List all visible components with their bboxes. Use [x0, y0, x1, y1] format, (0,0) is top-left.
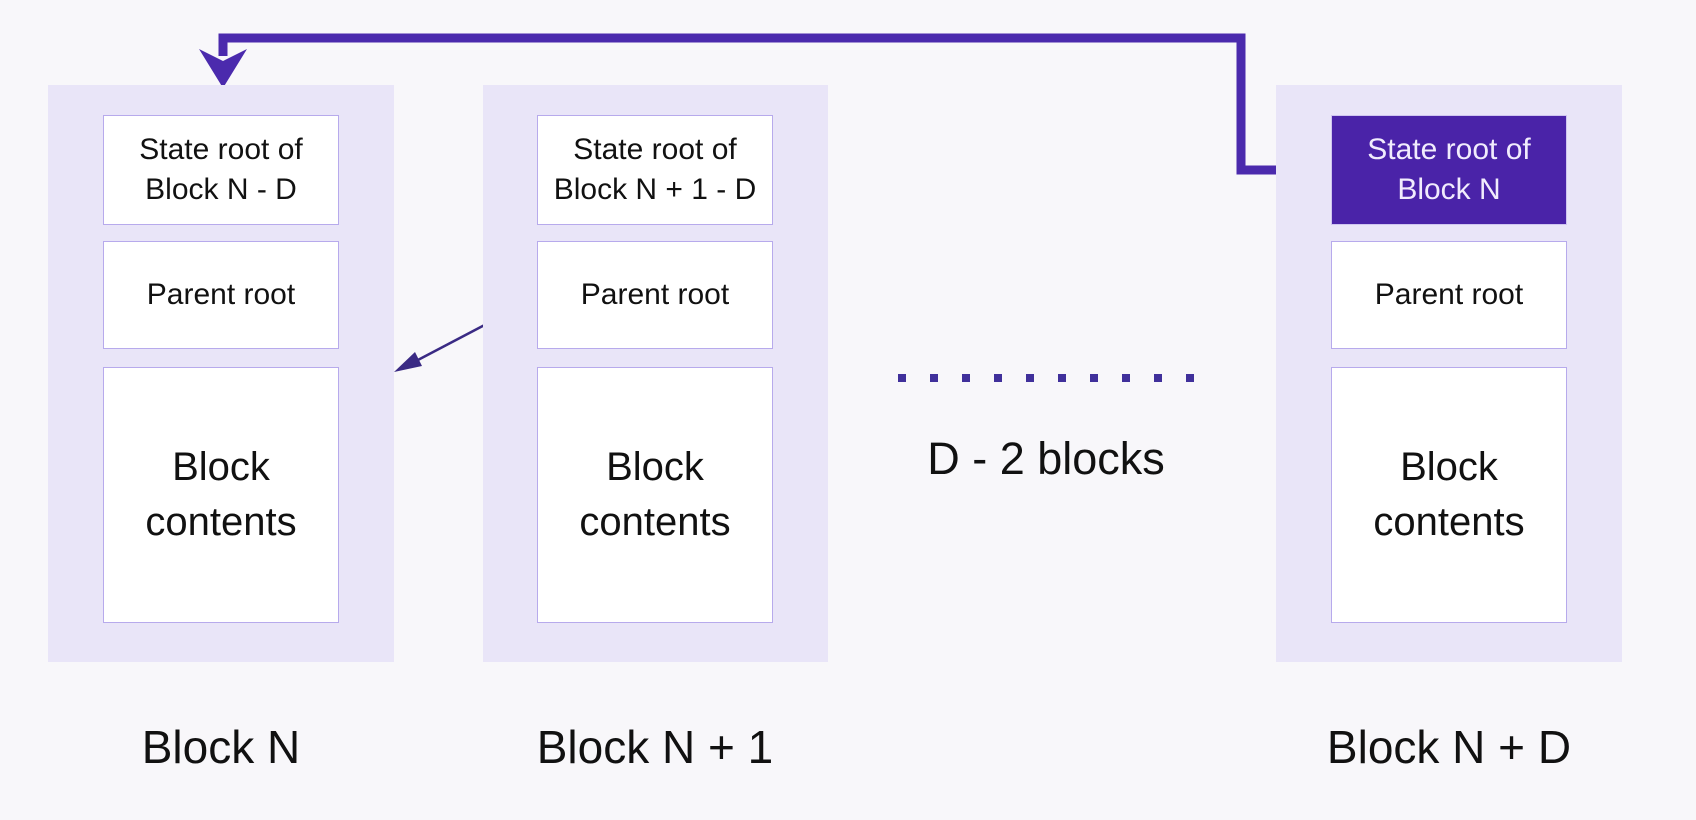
block-n-container: State root of Block N - D Parent root Bl… [48, 85, 394, 662]
block-n-contents-field: Block contents [103, 367, 339, 623]
block-n-plus-d-caption: Block N + D [1326, 721, 1572, 773]
block-n-state-root-label: State root of Block N - D [139, 133, 303, 206]
block-n-plus-d-parent-root-field: Parent root [1331, 241, 1567, 349]
block-n-plus-1-state-root-field: State root of Block N + 1 - D [537, 115, 773, 225]
block-n-plus-d-contents-label: Block contents [1373, 445, 1525, 544]
block-n-plus-d-container: State root of Block N Parent root Block … [1276, 85, 1622, 662]
block-n-plus-d-state-root-label: State root of Block N [1367, 133, 1531, 206]
block-n-plus-1-container: State root of Block N + 1 - D Parent roo… [483, 85, 828, 662]
arrowhead-down-icon [199, 49, 247, 88]
block-n-plus-1-state-root-label: State root of Block N + 1 - D [553, 133, 757, 206]
block-n-plus-1-contents-field: Block contents [537, 367, 773, 623]
block-n-plus-d-contents-field: Block contents [1331, 367, 1567, 623]
block-n-plus-1-parent-root-label: Parent root [580, 278, 730, 311]
block-n-parent-root-label: Parent root [146, 278, 296, 311]
block-n-contents-label: Block contents [145, 445, 297, 544]
block-n-plus-1-parent-root-field: Parent root [537, 241, 773, 349]
omitted-blocks-caption: D - 2 blocks [927, 433, 1165, 484]
block-n-plus-d-parent-root-label: Parent root [1374, 278, 1524, 311]
block-n-plus-d-state-root-field: State root of Block N [1331, 115, 1567, 225]
block-n-caption: Block N [141, 721, 301, 773]
block-n-state-root-field: State root of Block N - D [103, 115, 339, 225]
block-n-plus-1-contents-label: Block contents [579, 445, 731, 544]
omitted-blocks-dots-icon [898, 374, 1194, 382]
block-n-plus-1-caption: Block N + 1 [536, 721, 774, 773]
block-n-parent-root-field: Parent root [103, 241, 339, 349]
arrowhead-left-icon [394, 352, 422, 372]
